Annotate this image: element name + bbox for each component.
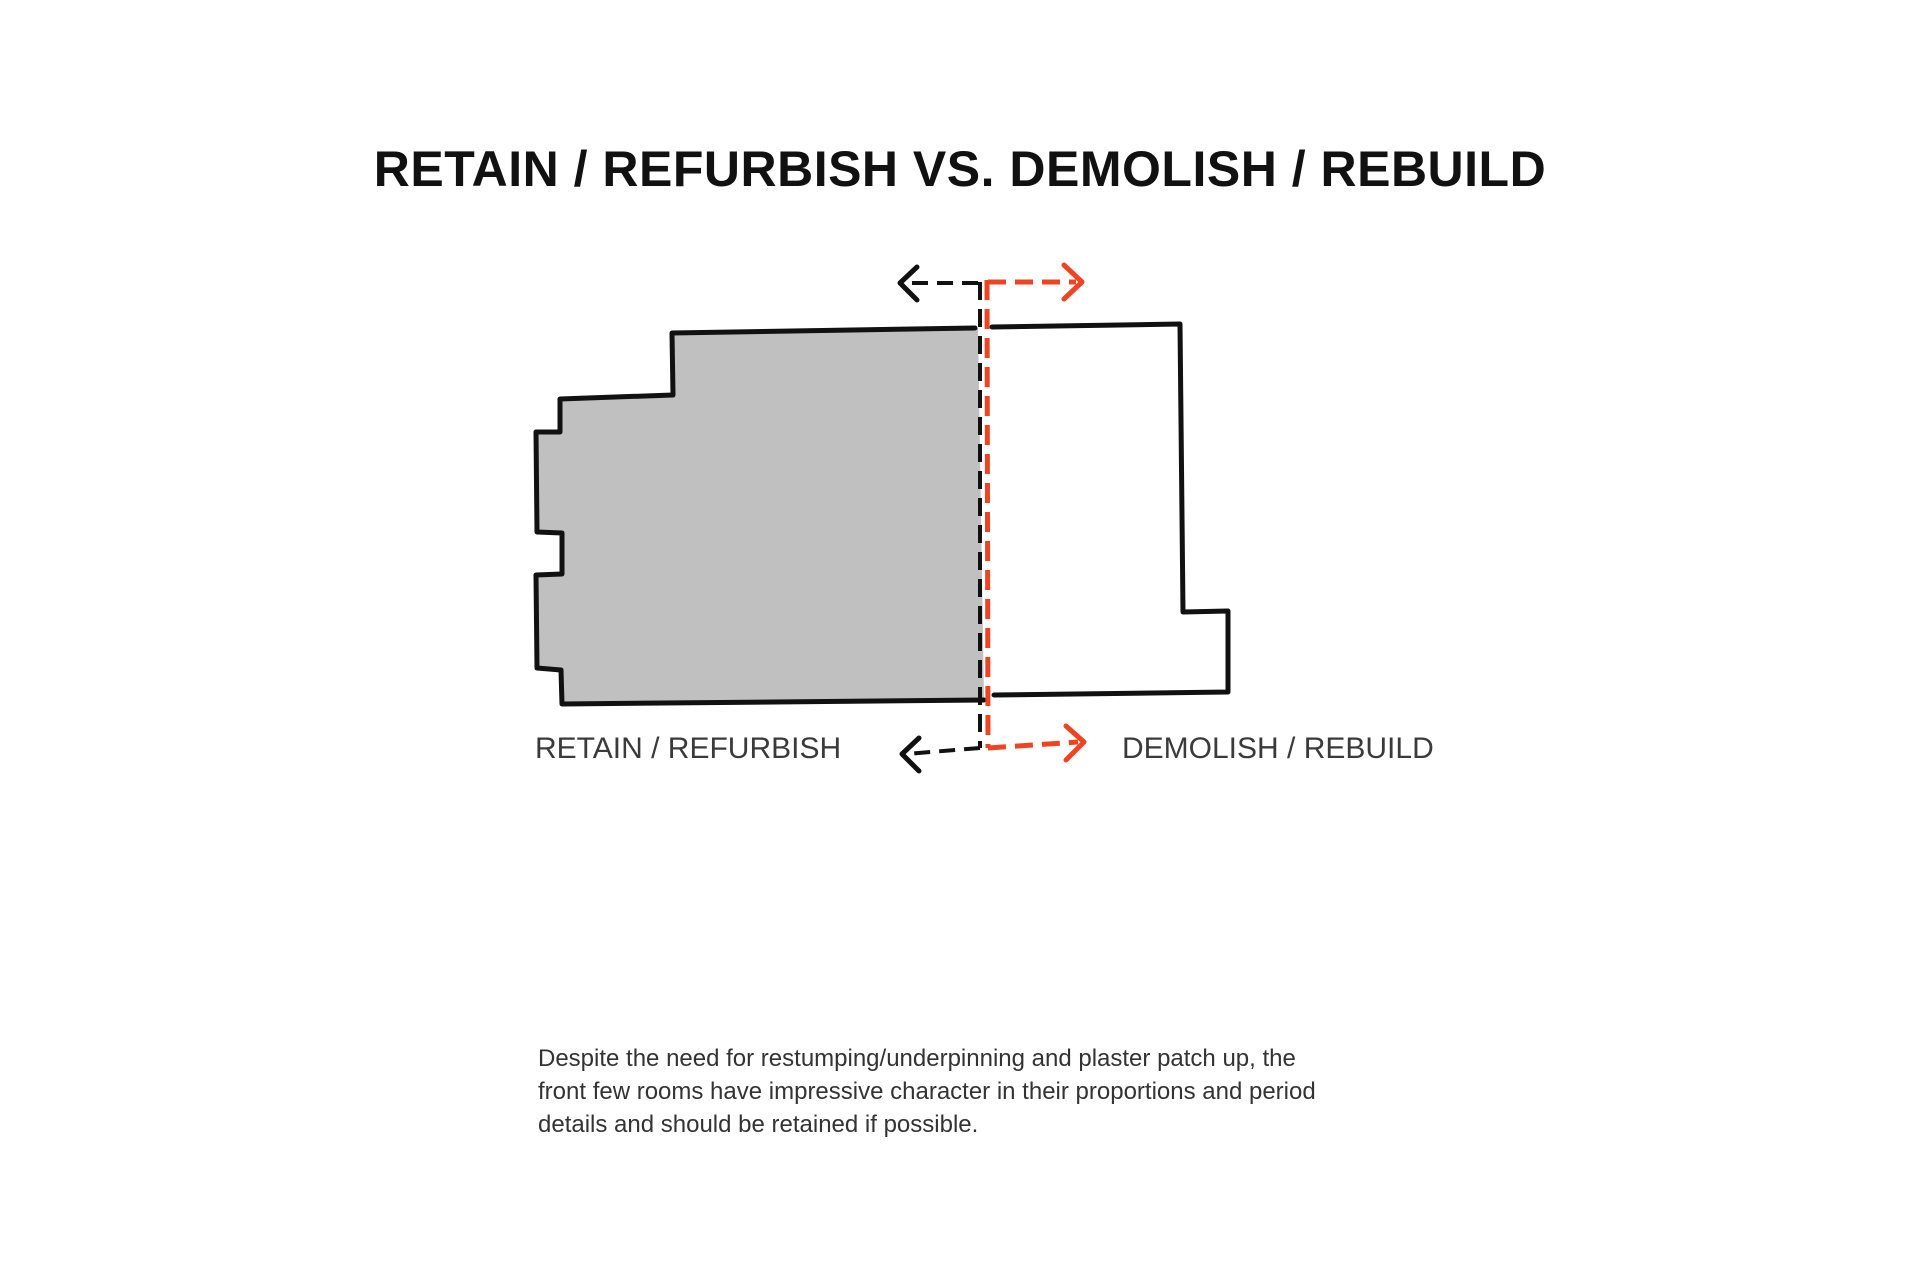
retain-zone-fill — [536, 328, 984, 704]
arrow-right-icon — [1063, 723, 1087, 763]
arrow-right-icon — [1061, 262, 1085, 302]
demolish-divider-line — [984, 279, 991, 749]
caption-text: Despite the need for restumping/underpin… — [538, 1042, 1438, 1141]
caption-line: front few rooms have impressive characte… — [538, 1078, 1316, 1105]
demolish-label: DEMOLISH / REBUILD — [1122, 732, 1434, 765]
caption-line: details and should be retained if possib… — [538, 1111, 979, 1138]
retain-label: RETAIN / REFURBISH — [535, 732, 842, 765]
bottom-demolish-arrow-line — [987, 739, 1079, 751]
arrow-left-icon — [899, 735, 922, 774]
arrow-left-icon — [897, 264, 920, 303]
demolish-zone-outline — [989, 321, 1231, 698]
diagram-title: RETAIN / REFURBISH VS. DEMOLISH / REBUIL… — [373, 141, 1547, 197]
caption-line: Despite the need for restumping/underpin… — [538, 1045, 1296, 1072]
bottom-retain-arrow-line — [905, 746, 981, 756]
retain-zone-outline — [533, 325, 987, 707]
